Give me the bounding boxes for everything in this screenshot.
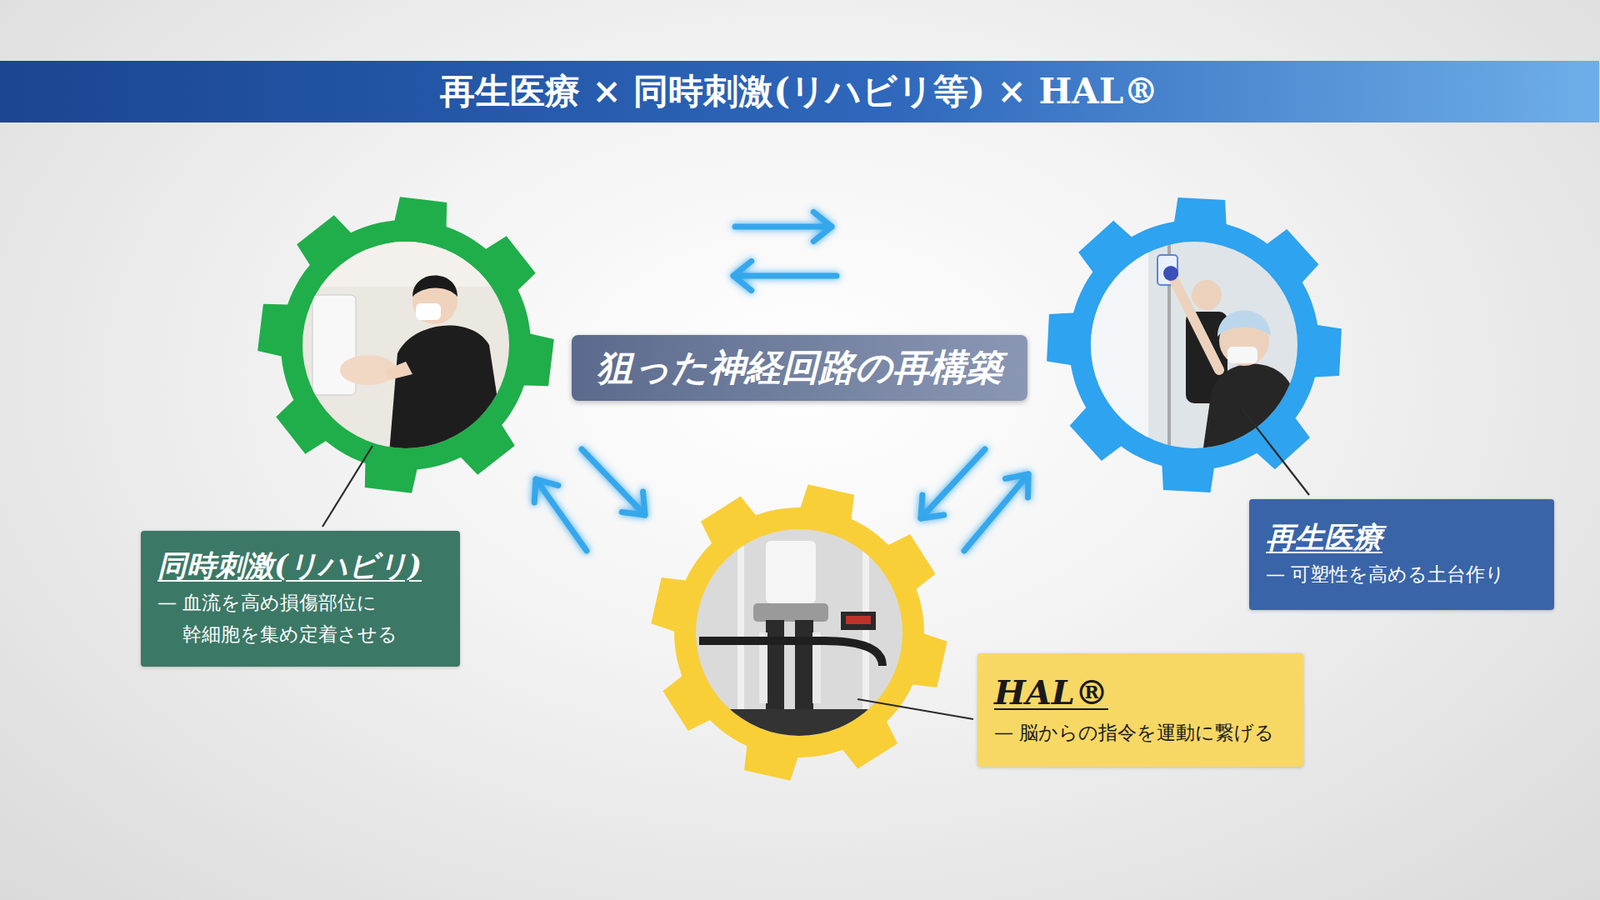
photo [297,236,515,454]
therapist-body [389,325,506,454]
therapist-hair [412,275,458,298]
center-label: 狙った神経回路の再構築 [571,335,1028,401]
mask [1227,346,1258,364]
treadmill-display [845,615,871,625]
arrow-shaft [735,224,832,230]
mask [415,303,441,320]
exchange-arrow [964,474,1029,551]
patient-shirt [765,540,816,604]
gear-shape [257,196,555,494]
callout-heading: 再生医療 [1265,518,1383,557]
exchange-arrow [581,449,645,515]
exchange-arrow [534,479,587,551]
wall [297,236,515,287]
frame-bar [862,524,870,741]
leader-line [322,445,373,527]
photo-background [297,236,515,454]
gear-shape [1046,197,1342,493]
callout-description: — 血流を高め損傷部位に 幹細胞を集め定着させる [157,587,444,651]
callout-description: — 脳からの指令を運動に繋げる [994,717,1275,750]
therapist-hand [385,361,413,380]
patient-body [1202,364,1303,455]
arrow-head [920,495,945,519]
leader-line [1241,408,1310,495]
exchange-arrow [735,211,832,241]
arrow-head [621,491,645,515]
frame-bar [737,524,745,741]
gear [257,196,555,494]
arrow-head [534,479,559,503]
callout-box: HAL®— 脳からの指令を運動に繋げる [977,653,1304,767]
arrow-shaft [581,449,645,515]
arrow-shaft [920,449,985,519]
photo [690,524,908,743]
staff-head [1191,280,1222,310]
photo-background [1085,236,1303,454]
window [1090,236,1149,454]
surgical-cap [1217,310,1271,338]
title-banner: 再生医療 × 同時刺激(リハビリ等) × HAL® [0,60,1600,123]
center-text: 狙った神経回路の再構築 [596,343,1003,393]
gear [1046,197,1342,493]
arrow-head [1005,474,1029,498]
treadmill-panel [840,611,876,630]
arrow-head [733,260,752,290]
callout-heading: 同時刺激(リハビリ) [157,546,422,585]
photo-background [690,524,908,741]
arrow-head [813,211,832,241]
callout-box: 再生医療— 可塑性を高める土台作り [1249,499,1555,610]
photo [1085,236,1303,454]
arrow-shaft [733,273,837,280]
callout-description: — 可塑性を高める土台作り [1265,559,1505,591]
raised-arm [1173,278,1220,370]
gear-shape [650,484,947,780]
treadmill-belt [699,709,900,743]
handrail [699,640,883,666]
exchange-arrow [920,449,985,519]
glove [1163,265,1179,281]
leg [765,620,785,712]
gear [650,484,947,780]
arrow-shaft [964,474,1029,551]
callout-heading: HAL® [994,670,1109,715]
arrow-shaft [535,479,587,551]
callout-box: 同時刺激(リハビリ)— 血流を高め損傷部位に 幹細胞を集め定着させる [140,530,460,667]
hal-waist [753,603,829,622]
leg [795,620,814,712]
exchange-arrow [733,260,837,290]
leader-line [857,699,974,720]
